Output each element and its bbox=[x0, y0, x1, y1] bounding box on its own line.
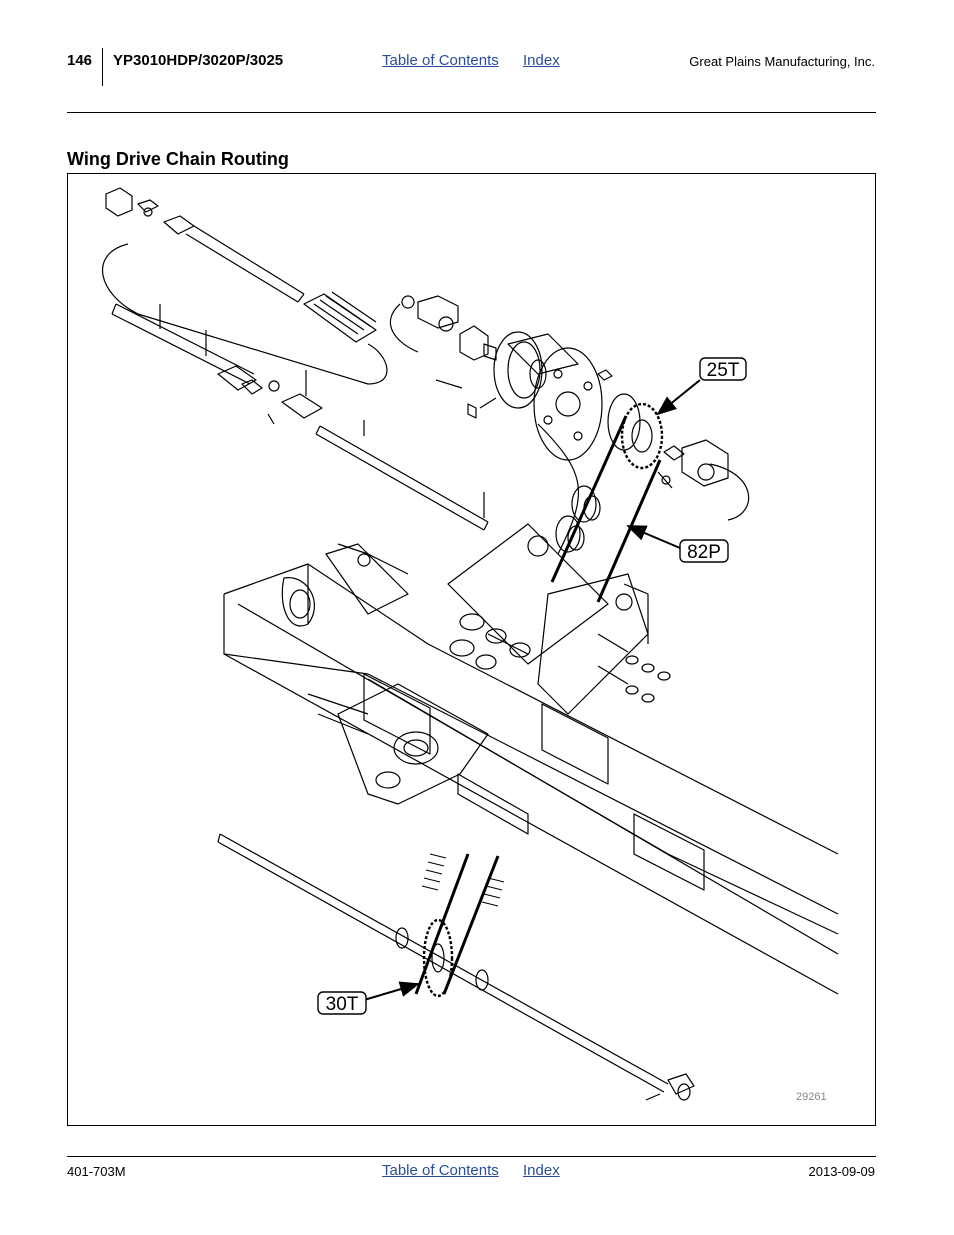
company-name: Great Plains Manufacturing, Inc. bbox=[689, 54, 875, 69]
callout-30t-label: 30T bbox=[326, 994, 359, 1015]
lower-shaft bbox=[217, 833, 695, 1101]
publish-date: 2013-09-09 bbox=[808, 1164, 876, 1179]
bearing-sprocket-assembly bbox=[389, 295, 750, 555]
hex-shaft-upper bbox=[315, 420, 489, 531]
pivot-plate bbox=[307, 683, 529, 835]
mount-bracket bbox=[447, 523, 671, 715]
drive-chain bbox=[414, 415, 662, 995]
model-title: YP3010HDP/3020P/3025 bbox=[113, 52, 284, 69]
chain-break-marks bbox=[421, 853, 505, 907]
page-number: 146 bbox=[67, 52, 93, 69]
callout-25t: 25T bbox=[699, 357, 747, 381]
document-number: 401-703M bbox=[67, 1164, 126, 1179]
section-title: Wing Drive Chain Routing bbox=[67, 149, 289, 169]
u-joint-assembly bbox=[217, 365, 323, 425]
toc-link-footer[interactable]: Table of Contents bbox=[382, 1162, 499, 1179]
index-link-header[interactable]: Index bbox=[523, 52, 560, 69]
figure-number: 29261 bbox=[796, 1091, 827, 1103]
header-rule bbox=[67, 112, 876, 113]
figure-frame: 25T 82P 30T 29261 bbox=[67, 173, 876, 1126]
index-link-footer[interactable]: Index bbox=[523, 1162, 560, 1179]
toc-link-header[interactable]: Table of Contents bbox=[382, 52, 499, 69]
callout-82p-label: 82P bbox=[687, 542, 721, 563]
callout-82p: 82P bbox=[679, 539, 729, 563]
header-divider bbox=[102, 48, 103, 86]
callout-arrows bbox=[363, 379, 701, 1001]
wing-frame bbox=[223, 543, 839, 995]
upper-drive-shaft bbox=[101, 187, 388, 385]
exploded-diagram: 25T 82P 30T 29261 bbox=[101, 187, 839, 1103]
footer-rule bbox=[67, 1156, 876, 1157]
callout-30t: 30T bbox=[317, 991, 367, 1015]
callout-25t-label: 25T bbox=[707, 360, 740, 381]
